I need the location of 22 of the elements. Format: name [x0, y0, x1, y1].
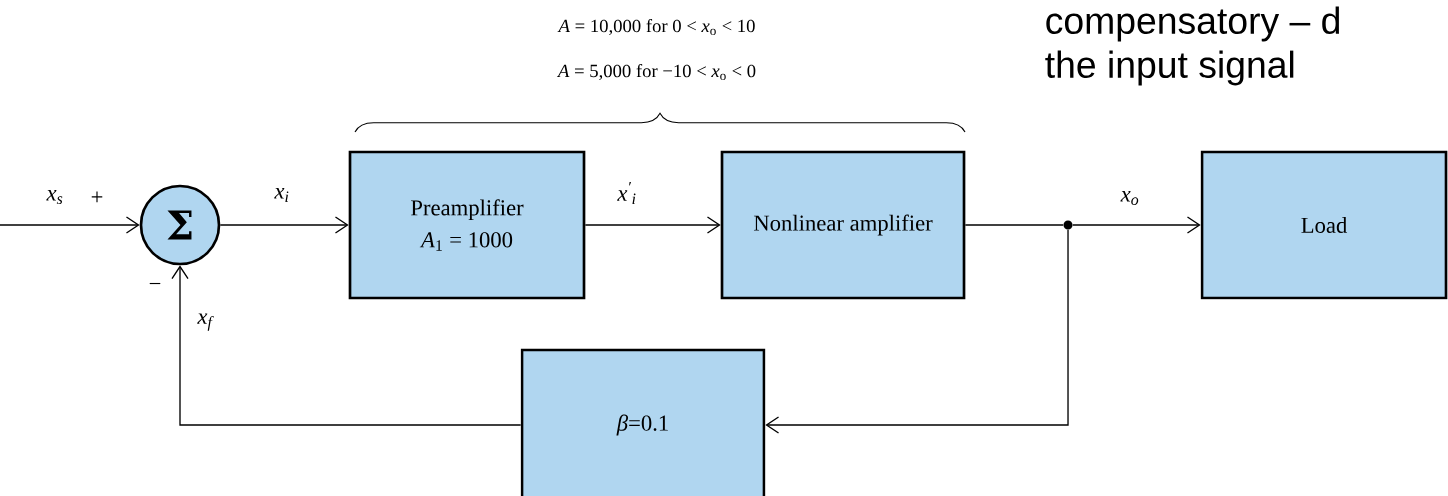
edge-label: x$_{i}$ — [274, 188, 289, 202]
arrow — [765, 229, 1069, 434]
sign-label: + — [91, 191, 103, 203]
arrow — [584, 216, 721, 234]
sign-label: − — [149, 282, 161, 285]
block-box: Load — [1200, 150, 1448, 300]
block-box: β=0.1 — [520, 348, 766, 496]
gain-condition: A = 5,000 for −10 < x$_{o}$ < 0 — [556, 63, 756, 81]
summing-junction: Σ — [139, 184, 221, 266]
slide-text: compensatory – d — [1046, 6, 1339, 42]
edge-label: x$^{′}$i — [617, 181, 636, 205]
arrow — [171, 265, 522, 426]
edge-label: x$_{s}$ — [46, 190, 63, 204]
block-box: Nonlinear amplifier — [720, 150, 966, 300]
gain-condition: A = 10,000 for 0 < x$_{o}$ < 10 — [557, 18, 755, 36]
block-box: Preamplifier A$_{1}$ = 1000 — [348, 150, 586, 300]
arrow — [1072, 216, 1201, 234]
slide-text: the input signal — [1045, 50, 1294, 86]
arrow — [219, 216, 349, 234]
arrow — [0, 216, 140, 234]
edge-label: x$_{f}$ — [197, 313, 214, 331]
edge-label: x$_{o}$ — [1120, 191, 1139, 205]
